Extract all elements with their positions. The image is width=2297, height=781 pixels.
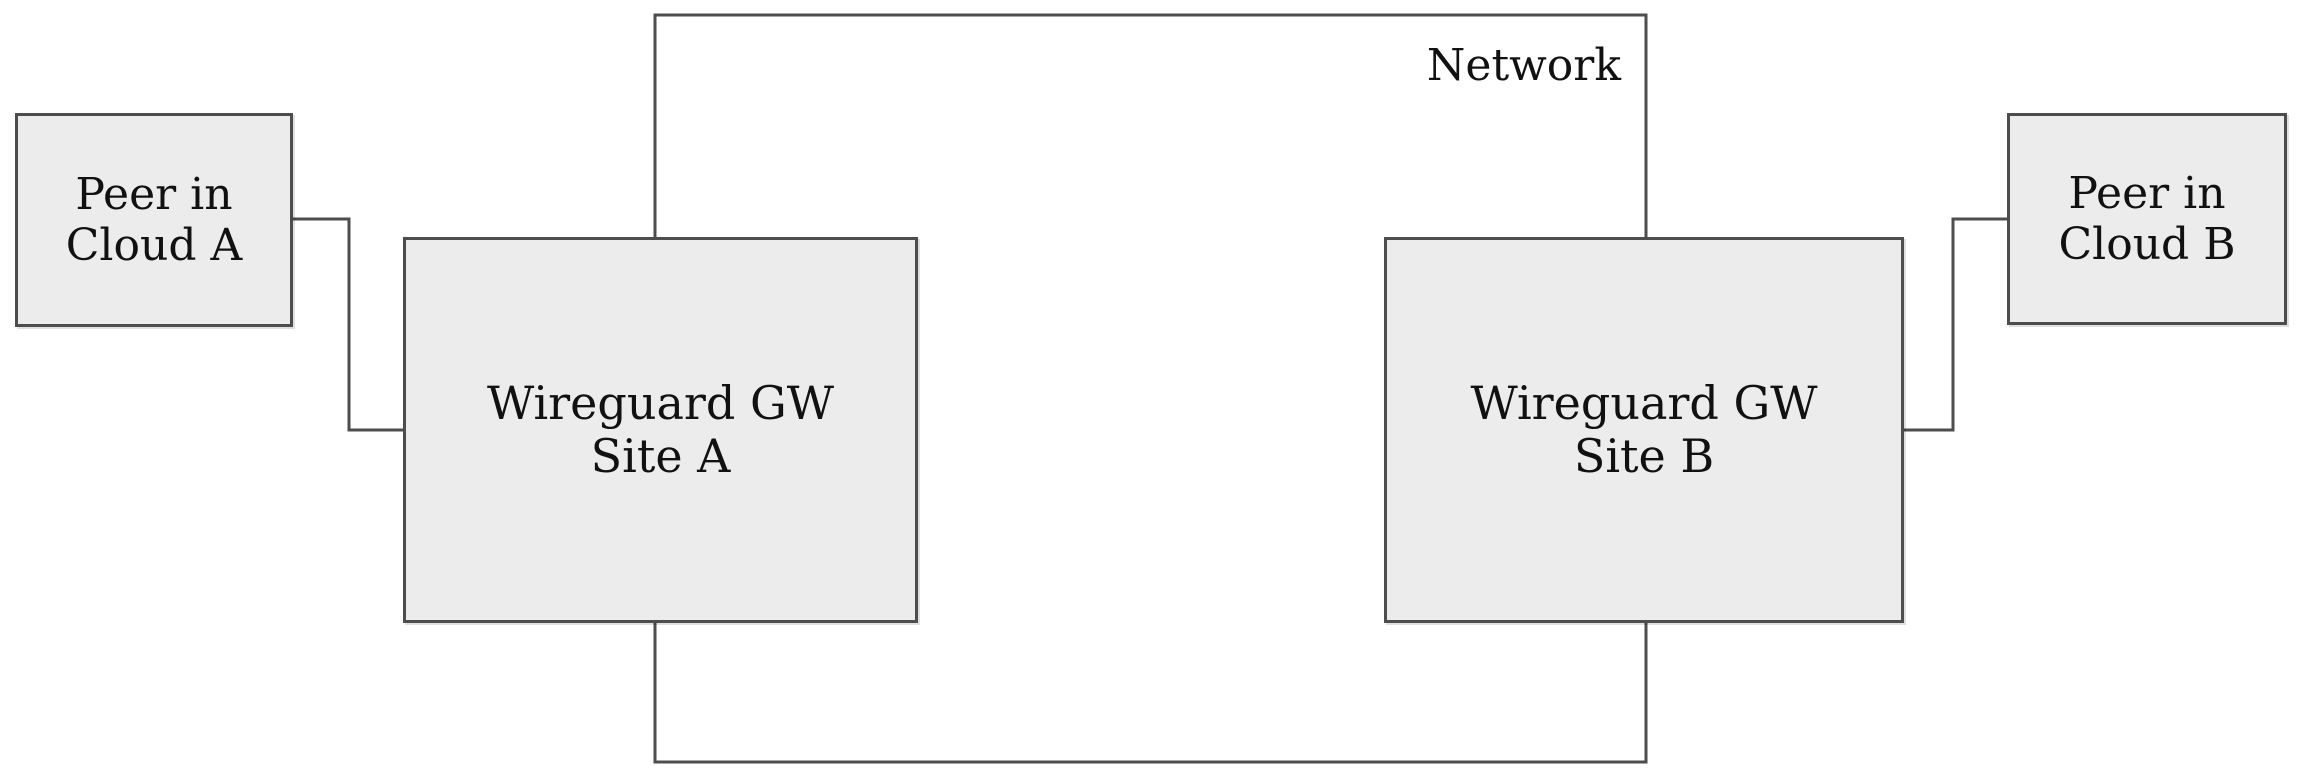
- node-peer-cloud-b: Peer in Cloud B: [2007, 113, 2287, 325]
- network-label: Network: [1426, 40, 1621, 91]
- node-wireguard-gw-site-b-label-line2: Site B: [1573, 429, 1715, 483]
- node-wireguard-gw-site-b-label-line1: Wireguard GW: [1470, 375, 1818, 430]
- node-peer-cloud-a-label-line1: Peer in: [75, 168, 233, 220]
- connector-peer-a-to-gw-a: [293, 217, 403, 432]
- node-peer-cloud-a: Peer in Cloud A: [15, 113, 293, 327]
- node-wireguard-gw-site-a: Wireguard GW Site A: [403, 237, 918, 623]
- connector-peer-b-to-gw-b: [1904, 217, 2007, 432]
- node-peer-cloud-b-label-line2: Cloud B: [2058, 219, 2236, 270]
- node-wireguard-gw-site-a-label-line2: Site A: [590, 429, 731, 483]
- node-wireguard-gw-site-b: Wireguard GW Site B: [1384, 237, 1904, 623]
- node-peer-cloud-b-label-line1: Peer in: [2068, 167, 2226, 219]
- node-wireguard-gw-site-a-label-line1: Wireguard GW: [487, 375, 834, 430]
- node-peer-cloud-a-label-line2: Cloud A: [65, 220, 243, 271]
